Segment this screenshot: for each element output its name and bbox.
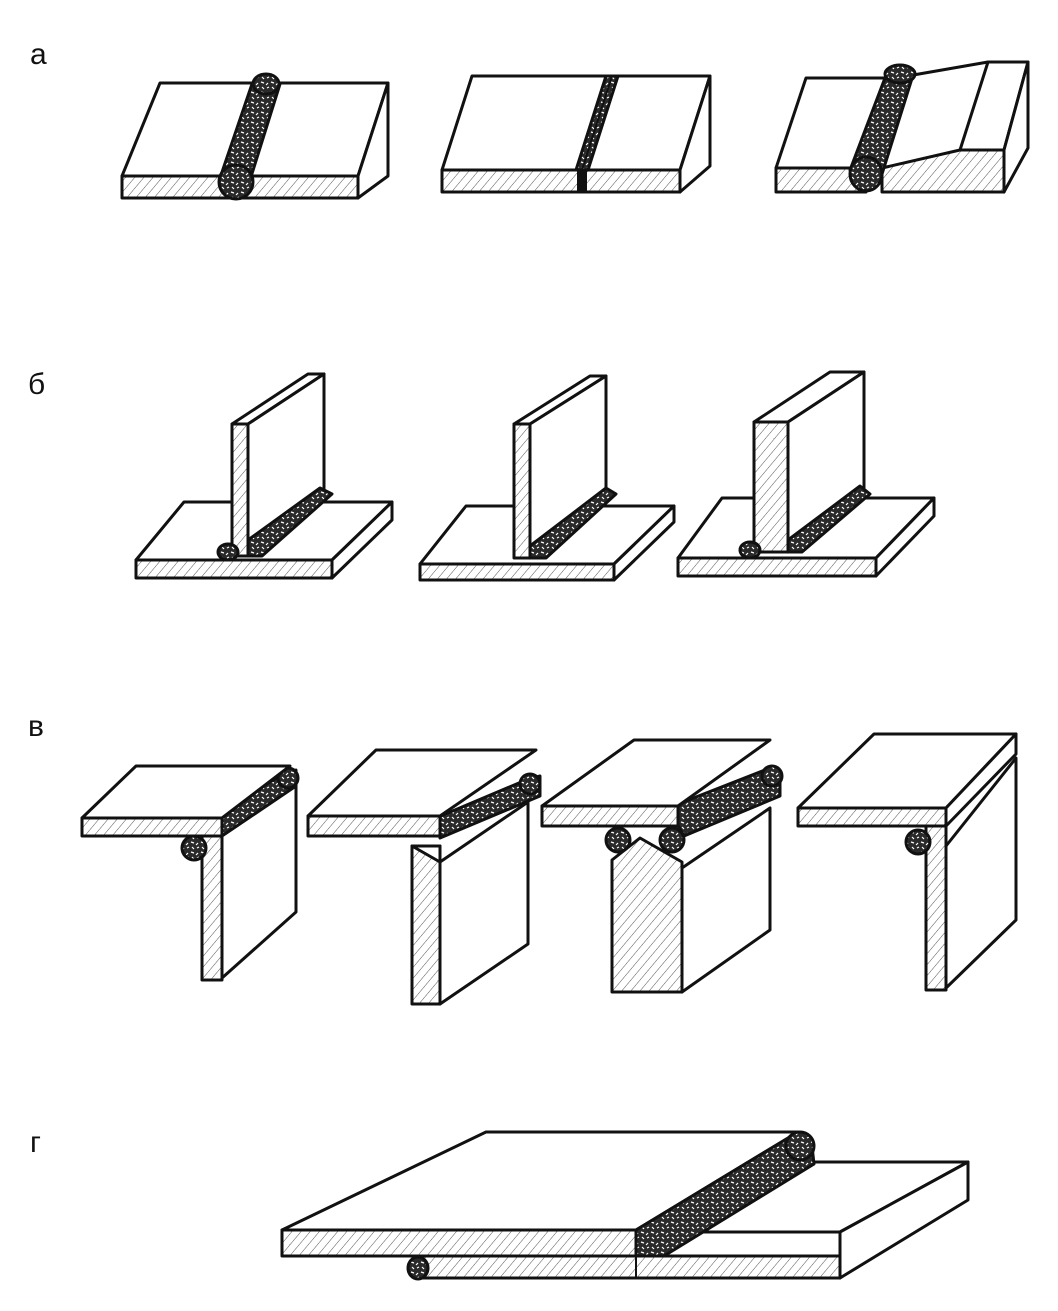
row-label-lap-joint: г [30,1126,41,1159]
tee-joint-bevel-groove [676,370,936,578]
corner-joint-inside-fillet [796,732,1018,992]
corner-joint-outside-fillet [80,764,300,982]
row-label-butt-joints: а [30,38,47,71]
tee-joint-double-fillet [134,372,394,580]
butt-joint-beveled [774,60,1030,194]
corner-joint-bevel [306,748,542,1006]
row-label-tee-joints: б [28,368,46,401]
lap-joint [280,1130,970,1281]
butt-joint-square-groove [440,74,712,194]
tee-joint-single-fillet [418,374,676,582]
row-label-corner-joints: в [28,710,44,743]
butt-joint-bead-reinforced [120,72,390,201]
corner-joint-double-bevel [540,738,784,994]
